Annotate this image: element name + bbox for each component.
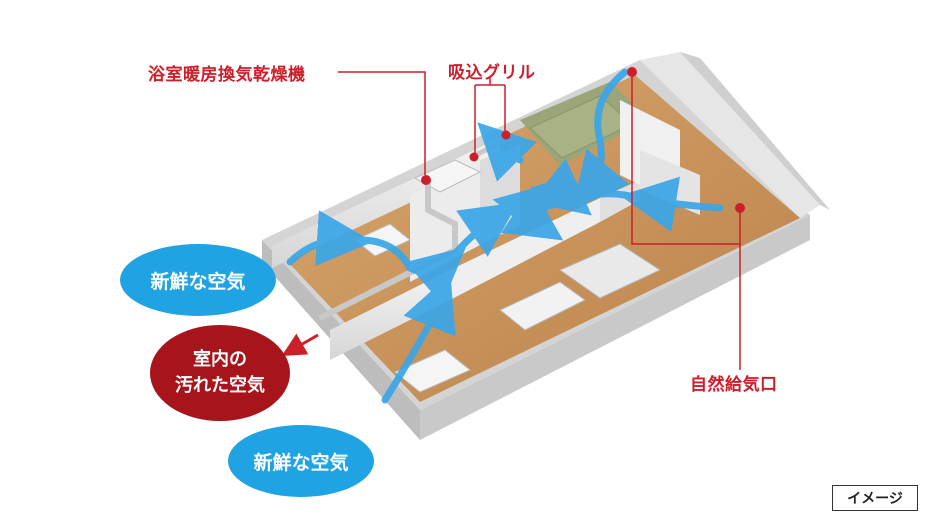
natural-inlet-dot-right bbox=[735, 203, 745, 213]
fresh-air-bubble-top: 新鮮な空気 bbox=[120, 244, 276, 316]
fresh-air-bubble-bottom: 新鮮な空気 bbox=[228, 425, 374, 497]
intake-grille-label: 吸込グリル bbox=[448, 63, 536, 83]
airflow-arrows bbox=[286, 68, 724, 404]
indoor-dirty-text-line1: 室内の bbox=[193, 349, 247, 370]
image-badge: イメージ bbox=[832, 485, 918, 511]
bath-dryer-label: 浴室暖房換気乾燥機 bbox=[148, 65, 306, 85]
indoor-dirty-text-line2: 汚れた空気 bbox=[175, 375, 265, 396]
fresh-air-text-top: 新鮮な空気 bbox=[150, 270, 246, 293]
natural-air-inlet-label: 自然給気口 bbox=[690, 375, 778, 395]
intake-grille-dot-right bbox=[501, 130, 511, 140]
natural-inlet-dot-top bbox=[627, 67, 637, 77]
bath-dryer-dot bbox=[421, 175, 431, 185]
intake-grille-dot-left bbox=[469, 152, 479, 162]
callout-dots bbox=[421, 67, 745, 213]
indoor-dirty-air-bubble: 室内の 汚れた空気 bbox=[150, 325, 290, 421]
callout-lines bbox=[338, 71, 741, 370]
fresh-air-text-bottom: 新鮮な空気 bbox=[253, 451, 349, 474]
image-badge-text: イメージ bbox=[847, 491, 903, 507]
